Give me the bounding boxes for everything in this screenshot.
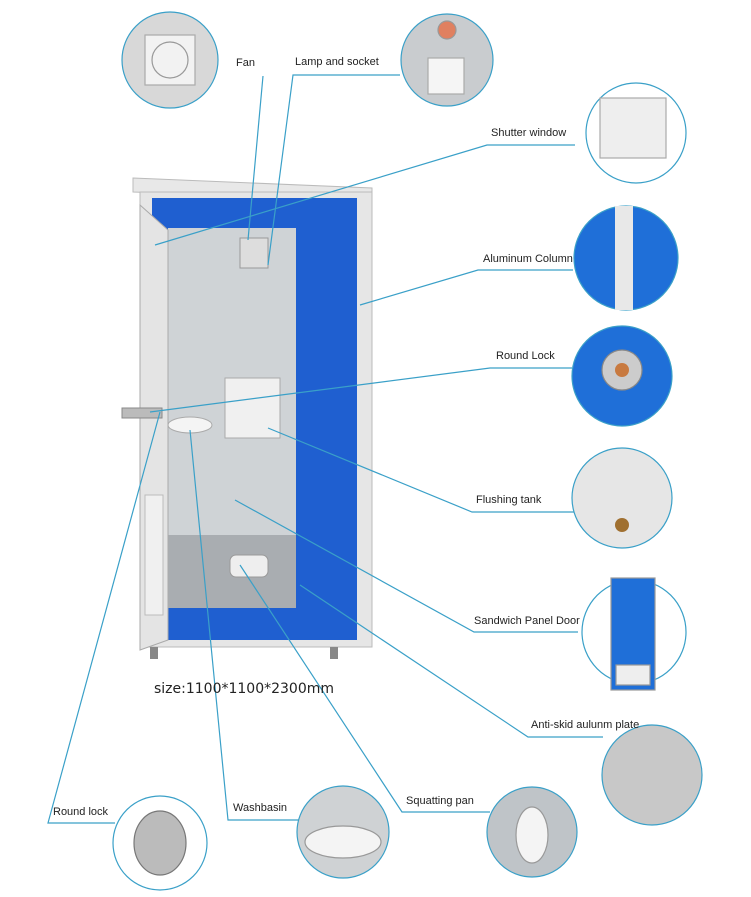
label-squatting-pan: Squatting pan [406, 795, 474, 807]
label-anti-skid-plate: Anti-skid aulunm plate [531, 719, 640, 731]
detail-circles [112, 11, 703, 891]
label-flushing-tank: Flushing tank [476, 494, 542, 506]
label-fan: Fan [236, 57, 255, 69]
label-washbasin: Washbasin [233, 802, 288, 814]
flushing-tank-detail [571, 447, 673, 549]
size-caption: size:1100*1100*2300mm [154, 681, 335, 697]
label-shutter-window: Shutter window [491, 127, 567, 139]
label-lamp-socket: Lamp and socket [295, 56, 379, 68]
label-aluminum-column: Aluminum Column [483, 253, 573, 265]
label-sandwich-panel-door: Sandwich Panel Door [474, 615, 580, 627]
toilet-cabin [121, 177, 373, 659]
label-round-lock-bottom: Round lock [53, 806, 109, 818]
callout-lines [47, 74, 603, 824]
label-round-lock-top: Round Lock [496, 350, 555, 362]
antiskid-detail [601, 724, 703, 826]
